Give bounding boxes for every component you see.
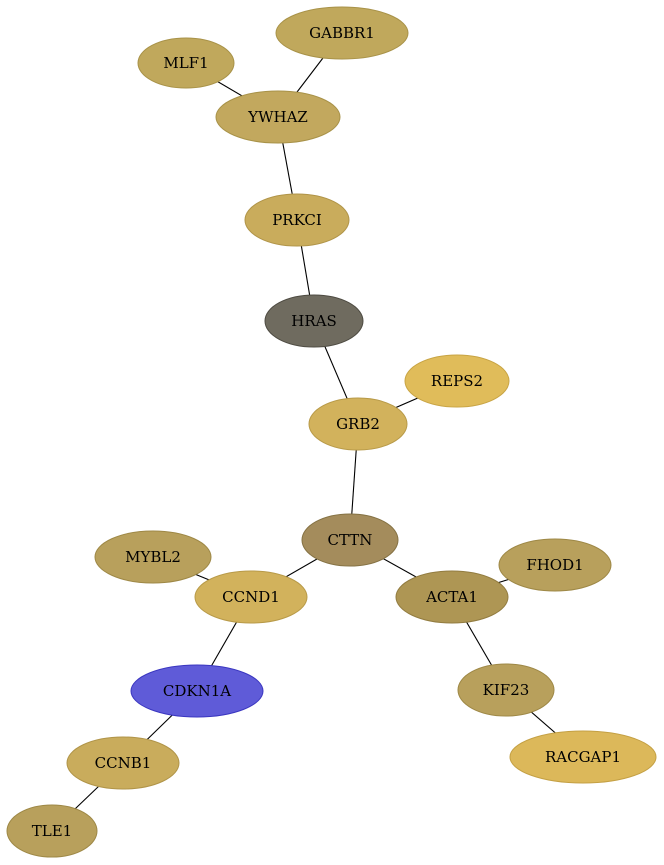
node-ellipse xyxy=(94,530,212,584)
node-label: FHOD1 xyxy=(526,556,583,574)
node-ellipse xyxy=(6,804,98,858)
node-cttn[interactable]: CTTN xyxy=(301,513,399,567)
node-label: MLF1 xyxy=(163,54,208,72)
node-ellipse xyxy=(215,90,341,144)
node-label: ACTA1 xyxy=(425,588,478,606)
node-prkci[interactable]: PRKCI xyxy=(244,193,350,247)
node-label: HRAS xyxy=(291,312,336,330)
node-ccnd1[interactable]: CCND1 xyxy=(194,570,308,624)
node-hras[interactable]: HRAS xyxy=(264,294,364,348)
node-ellipse xyxy=(130,664,264,718)
node-ellipse xyxy=(137,37,235,89)
node-ellipse xyxy=(457,663,555,717)
node-tle1[interactable]: TLE1 xyxy=(6,804,98,858)
node-ellipse xyxy=(498,538,612,592)
node-ywhaz[interactable]: YWHAZ xyxy=(215,90,341,144)
node-ellipse xyxy=(66,736,180,790)
node-ellipse xyxy=(308,397,408,451)
node-ccnb1[interactable]: CCNB1 xyxy=(66,736,180,790)
node-label: REPS2 xyxy=(431,372,483,390)
node-label: TLE1 xyxy=(32,822,72,840)
node-mybl2[interactable]: MYBL2 xyxy=(94,530,212,584)
node-label: GABBR1 xyxy=(309,24,375,42)
node-label: CTTN xyxy=(328,531,373,549)
node-gabbr1[interactable]: GABBR1 xyxy=(275,6,409,60)
node-ellipse xyxy=(264,294,364,348)
node-label: PRKCI xyxy=(272,211,322,229)
node-ellipse xyxy=(301,513,399,567)
node-mlf1[interactable]: MLF1 xyxy=(137,37,235,89)
node-label: RACGAP1 xyxy=(545,748,621,766)
node-label: MYBL2 xyxy=(125,548,181,566)
node-acta1[interactable]: ACTA1 xyxy=(395,570,509,624)
node-kif23[interactable]: KIF23 xyxy=(457,663,555,717)
node-ellipse xyxy=(404,354,510,408)
node-label: YWHAZ xyxy=(247,108,308,126)
node-label: CDKN1A xyxy=(163,682,231,700)
node-ellipse xyxy=(194,570,308,624)
node-ellipse xyxy=(395,570,509,624)
node-racgap1[interactable]: RACGAP1 xyxy=(509,730,657,784)
node-ellipse xyxy=(509,730,657,784)
node-ellipse xyxy=(244,193,350,247)
node-label: CCNB1 xyxy=(95,754,152,772)
node-fhod1[interactable]: FHOD1 xyxy=(498,538,612,592)
node-reps2[interactable]: REPS2 xyxy=(404,354,510,408)
node-cdkn1a[interactable]: CDKN1A xyxy=(130,664,264,718)
node-ellipse xyxy=(275,6,409,60)
node-label: GRB2 xyxy=(336,415,380,433)
node-label: CCND1 xyxy=(222,588,280,606)
node-grb2[interactable]: GRB2 xyxy=(308,397,408,451)
node-label: KIF23 xyxy=(483,681,530,699)
